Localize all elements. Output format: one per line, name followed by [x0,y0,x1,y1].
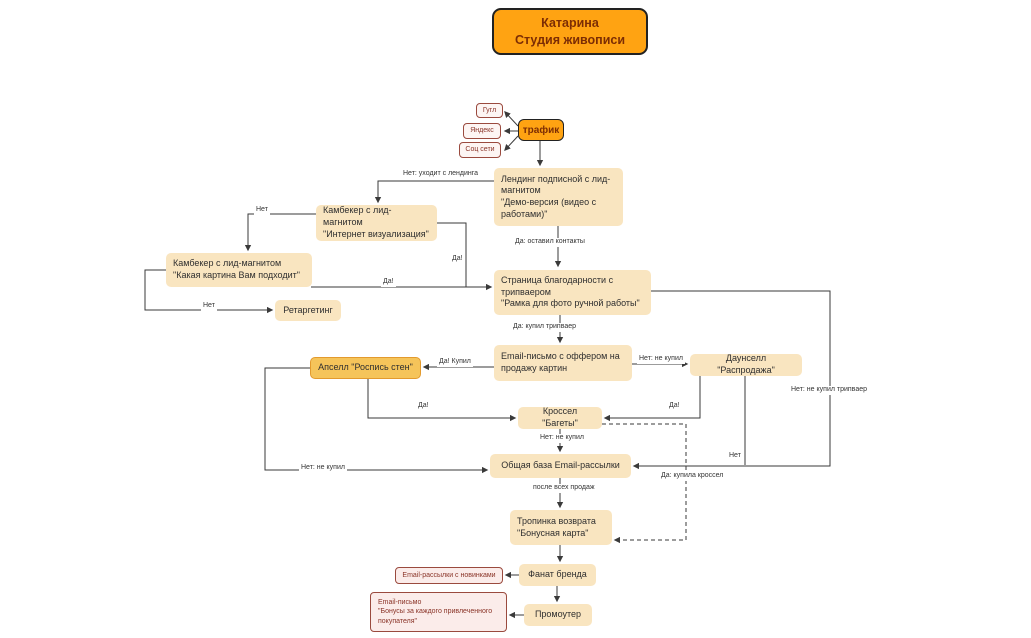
node-brand-fan[interactable]: Фанат бренда [519,564,596,586]
node-email-base[interactable]: Общая база Email-рассылки [490,454,631,478]
node-comebacker-picture[interactable]: Камбекер с лид-магнитом "Какая картина В… [166,253,312,287]
edge-label-no-tripwire: Нет: не купил трипваер [789,386,870,395]
edge-traffic-social [504,135,519,151]
edge-thankyou-emailbase [632,290,831,470]
edge-label-yes-email-offer: Да! Купил [437,358,473,367]
node-bonus-email[interactable]: Email-письмо "Бонусы за каждого привлече… [370,592,507,632]
edge-traffic-google [504,111,519,127]
edge-label-yes-downsell: Да! [667,402,682,411]
edge-label-no-crosssell: Нет: не купил [538,434,586,443]
node-social[interactable]: Соц сети [459,142,501,158]
node-google[interactable]: Гугл [476,103,503,118]
node-thankyou-page[interactable]: Страница благодарности с трипваером "Рам… [494,270,651,315]
node-yandex[interactable]: Яндекс [463,123,501,139]
edge-label-after-sales: после всех продаж [531,484,597,493]
edge-label-yes-contacts: Да: оставил контакты [513,238,587,247]
edge-label-yes-upsell: Да! [416,402,431,411]
edge-upsell-crosssell [367,379,517,422]
edge-label-no-email-offer: Нет: не купил [637,355,685,364]
edge-label-yes-comebacker1: Да! [450,255,465,264]
node-comebacker-internet[interactable]: Камбекер с лид-магнитом "Интернет визуал… [316,205,437,241]
edge-label-no-downsell: Нет [727,452,743,461]
edge-label-no-comebacker1: Нет [254,206,270,215]
edge-label-yes-crosssell: Да: купила кроссел [659,472,726,481]
node-newsletter[interactable]: Email-рассылки с новинками [395,567,503,584]
node-downsell[interactable]: Даунселл "Распродажа" [690,353,802,376]
node-retargeting[interactable]: Ретаргетинг [275,300,341,321]
node-traffic[interactable]: трафик [518,119,564,141]
edge-label-yes-comebacker2: Да! [381,278,396,287]
edge-landing-comebacker1 [374,180,494,204]
node-landing[interactable]: Лендинг подписной с лид-магнитом "Демо-в… [494,168,623,226]
node-crosssell[interactable]: Кроссел "Багеты" [518,406,602,429]
edge-label-no-comebacker2: Нет [201,302,217,311]
edge-label-yes-tripwire: Да: купил трипваер [511,323,579,332]
node-email-offer[interactable]: Email-письмо с оффером на продажу картин [494,345,632,381]
edge-label-no-upsell: Нет: не купил [299,464,347,473]
edge-comebacker1-thankyou [437,222,467,287]
edge-crosssell-return-dashed [602,423,687,544]
node-promoter[interactable]: Промоутер [524,604,592,626]
edge-upsell-emailbase [264,367,489,474]
node-title[interactable]: Катарина Студия живописи [492,8,648,55]
node-return-path[interactable]: Тропинка возврата "Бонусная карта" [510,510,612,545]
edge-label-no-leaves-landing: Нет: уходит с лендинга [401,170,481,179]
edge-comebacker1-comebacker2 [244,213,316,252]
node-upsell[interactable]: Апселл "Роспись стен" [310,357,421,379]
edge-downsell-crosssell [603,376,701,422]
